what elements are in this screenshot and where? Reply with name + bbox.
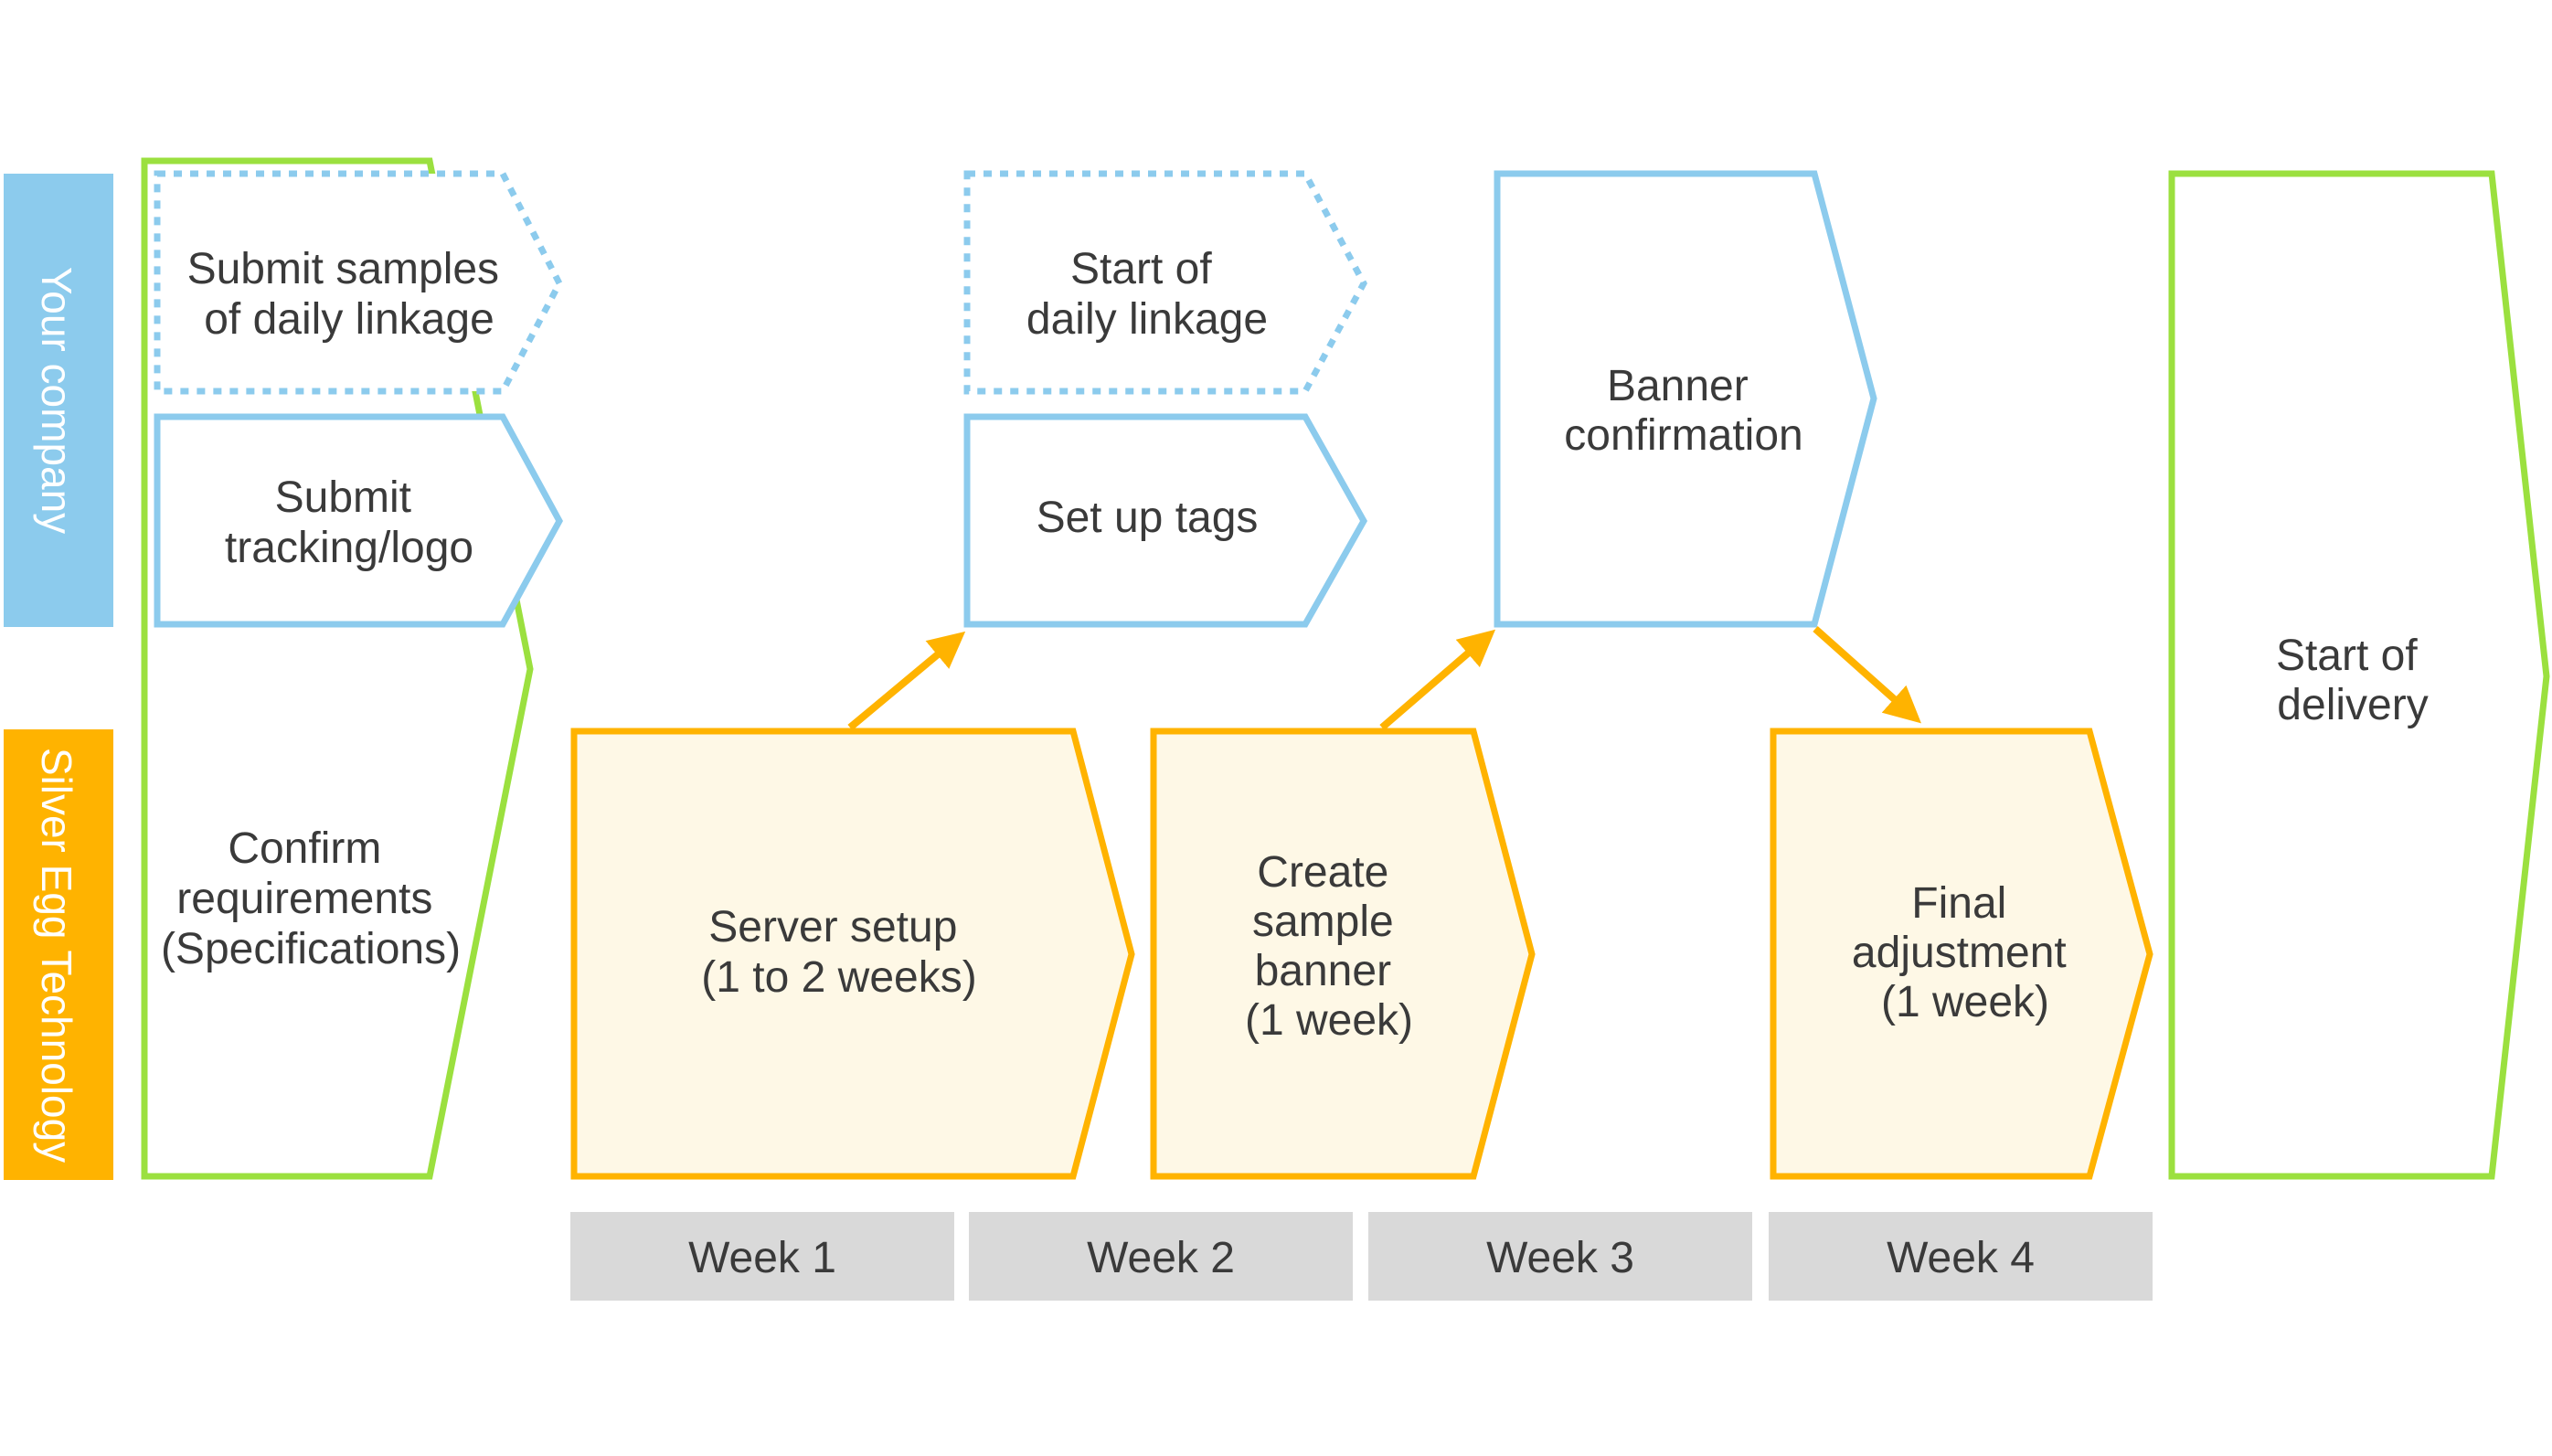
create-banner-line-2: sample <box>1252 898 1394 946</box>
submit-tracking-text: Submit tracking/logo <box>225 473 473 572</box>
start-linkage-line-2: daily linkage <box>1026 295 1268 344</box>
confirm-line-1: Confirm <box>228 824 381 873</box>
arrow-banner-to-confirmation <box>1379 629 1496 731</box>
step-start-linkage: Start of daily linkage <box>963 170 1367 395</box>
create-banner-text: Create sample banner (1 week) <box>1245 848 1413 1045</box>
step-start-delivery: Start of delivery <box>2168 170 2550 1180</box>
week-4-label: Week 4 <box>1887 1234 2035 1282</box>
week-1-label: Week 1 <box>688 1234 836 1282</box>
step-banner-confirmation: Banner confirmation <box>1494 170 1877 628</box>
step-create-banner: Create sample banner (1 week) <box>1150 728 1536 1180</box>
step-set-up-tags: Set up tags <box>963 413 1368 628</box>
week-3-box <box>1368 1212 1752 1301</box>
banner-confirmation-line-1: Banner <box>1607 362 1749 410</box>
banner-confirmation-shape <box>1494 170 1877 628</box>
create-banner-line-1: Create <box>1257 848 1388 897</box>
confirm-requirements-text: Confirm requirements (Specifications) <box>161 824 461 973</box>
server-setup-line-1: Server setup <box>708 903 957 951</box>
lane-company-label: Your company <box>33 267 80 534</box>
week-timeline: Week 1 Week 2 Week 3 Week 4 <box>570 1212 2153 1301</box>
week-1-box <box>570 1212 954 1301</box>
confirm-line-2: requirements <box>176 875 432 923</box>
submit-samples-text: Submit samples of daily linkage <box>187 245 512 344</box>
final-adjustment-line-3: (1 week) <box>1881 978 2049 1026</box>
start-delivery-line-2: delivery <box>2277 681 2428 729</box>
final-adjustment-line-2: adjustment <box>1852 929 2067 977</box>
server-setup-shape <box>570 728 1135 1180</box>
submit-tracking-line-2: tracking/logo <box>225 524 473 572</box>
create-banner-line-4: (1 week) <box>1245 996 1413 1045</box>
lane-company-bar <box>4 174 113 627</box>
final-adjustment-line-1: Final <box>1911 879 2006 928</box>
server-setup-text: Server setup (1 to 2 weeks) <box>701 903 976 1002</box>
start-linkage-text: Start of daily linkage <box>1026 245 1268 344</box>
start-linkage-line-1: Start of <box>1070 245 1212 293</box>
set-up-tags-text: Set up tags <box>1037 494 1259 542</box>
lane-silver-egg-label: Silver Egg Technology <box>33 748 80 1163</box>
set-up-tags-shape <box>963 413 1368 628</box>
final-adjustment-text: Final adjustment (1 week) <box>1852 879 2079 1026</box>
submit-tracking-shape <box>154 413 563 628</box>
week-2-label: Week 2 <box>1087 1234 1235 1282</box>
server-setup-line-2: (1 to 2 weeks) <box>701 953 976 1002</box>
week-3-label: Week 3 <box>1486 1234 1634 1282</box>
create-banner-shape <box>1150 728 1536 1180</box>
banner-confirmation-line-2: confirmation <box>1564 411 1802 460</box>
confirm-line-3: (Specifications) <box>161 925 461 973</box>
step-final-adjustment: Final adjustment (1 week) <box>1770 728 2153 1180</box>
arrow-server-to-tags <box>847 631 966 731</box>
step-submit-samples: Submit samples of daily linkage <box>154 170 563 395</box>
banner-confirmation-text: Banner confirmation <box>1564 362 1802 460</box>
start-delivery-text: Start of delivery <box>2276 632 2430 729</box>
arrow-confirmation-to-final <box>1813 626 1921 724</box>
lane-company: Your company <box>4 174 113 627</box>
lane-silver-egg-bar <box>4 729 113 1180</box>
create-banner-line-3: banner <box>1255 947 1391 995</box>
start-delivery-line-1: Start of <box>2276 632 2418 680</box>
submit-samples-shape <box>154 170 563 395</box>
week-4-box <box>1769 1212 2153 1301</box>
submit-samples-line-1: Submit samples <box>187 245 499 293</box>
start-linkage-shape <box>963 170 1367 395</box>
submit-tracking-line-1: Submit <box>275 473 411 522</box>
step-server-setup: Server setup (1 to 2 weeks) <box>570 728 1135 1180</box>
step-submit-tracking: Submit tracking/logo <box>154 413 563 628</box>
final-adjustment-shape <box>1770 728 2153 1180</box>
submit-samples-line-2: of daily linkage <box>204 295 494 344</box>
week-2-box <box>969 1212 1353 1301</box>
start-delivery-shape <box>2168 170 2550 1180</box>
lane-silver-egg: Silver Egg Technology <box>4 729 113 1180</box>
